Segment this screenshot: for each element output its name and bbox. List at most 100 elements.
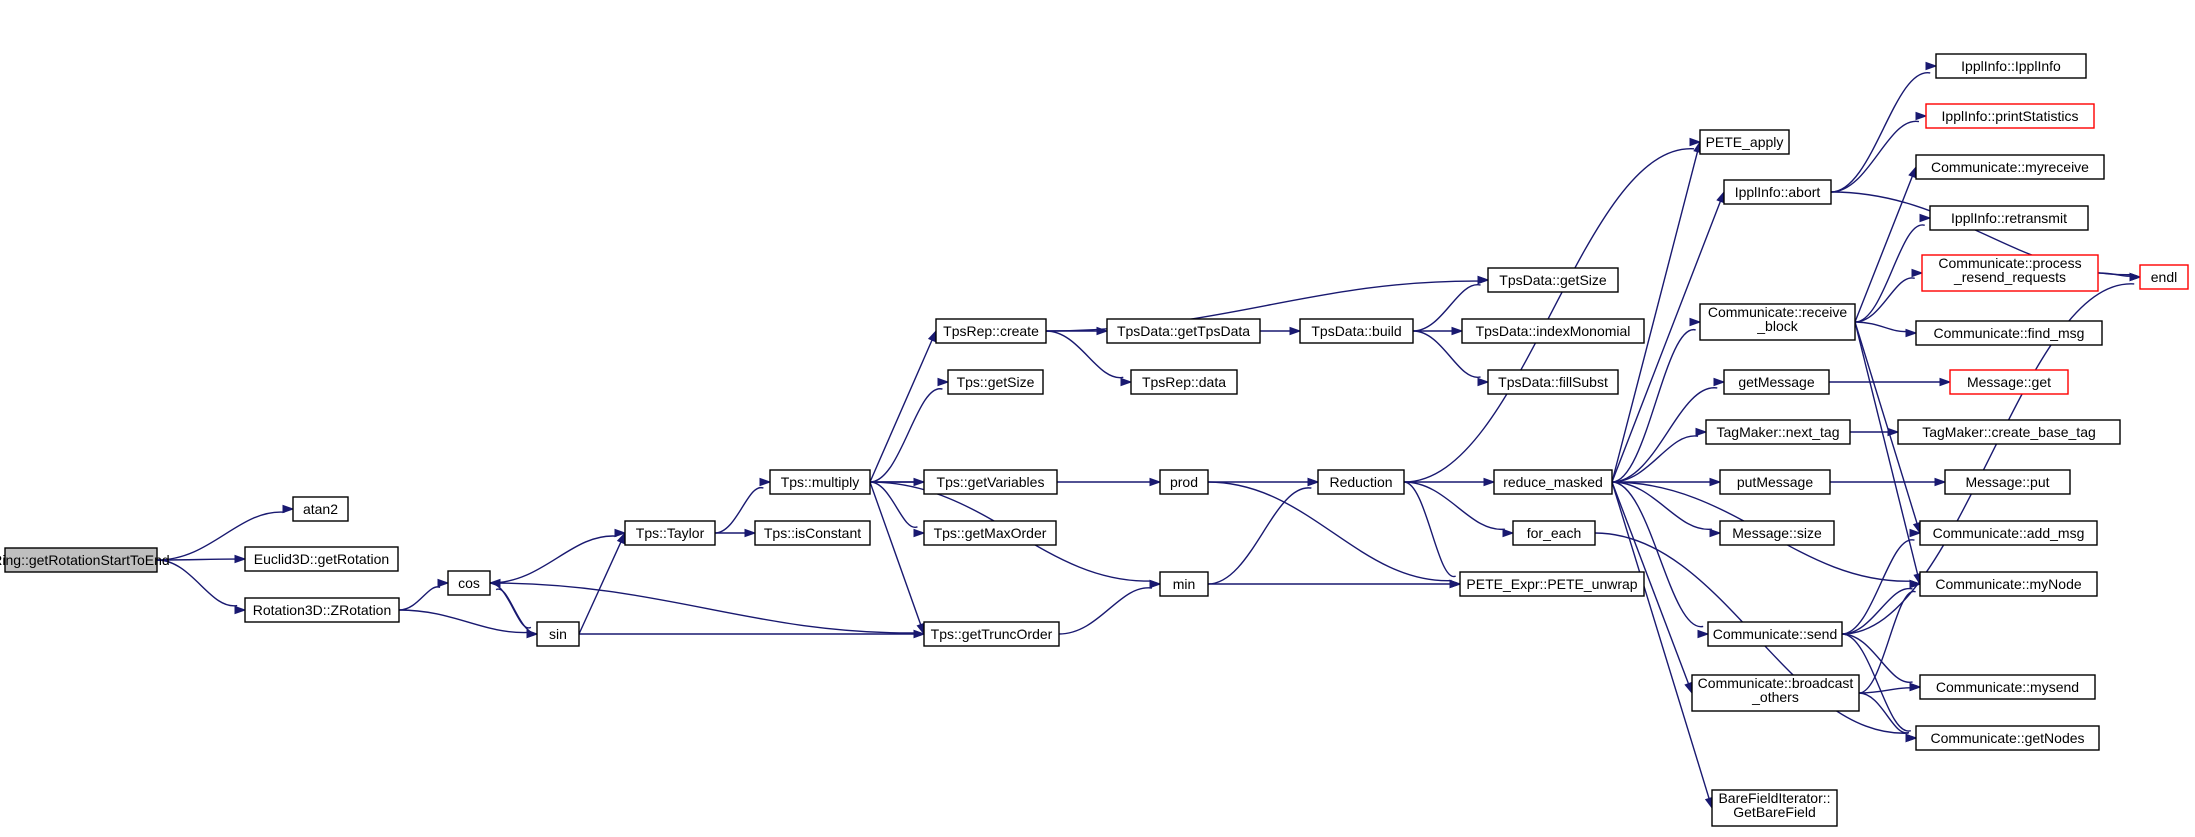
- node-label: Communicate::broadcast: [1698, 675, 1854, 691]
- edge-n7-n15: [1058, 587, 1153, 635]
- edge-n0-n3: [156, 559, 238, 607]
- node-label: IpplInfo::printStatistics: [1942, 108, 2079, 124]
- node-box: [1919, 674, 2096, 700]
- node-tagmaker-create-base-tag[interactable]: TagMaker::create_base_tag: [1897, 419, 2121, 445]
- edge-n33-n45: [1841, 539, 1915, 635]
- arrowhead-n34-n47: [1909, 682, 1922, 692]
- node-ipplinfo-retransmit[interactable]: IpplInfo::retransmit: [1929, 205, 2089, 231]
- edge-n8-n11: [869, 388, 943, 483]
- arrowhead-n8-n10: [927, 329, 937, 343]
- node-box: [935, 318, 1047, 344]
- node-tpsdata-build[interactable]: TpsData::build: [1299, 318, 1414, 344]
- node-communicate-send[interactable]: Communicate::send: [1707, 621, 1843, 647]
- node-ring-getrotationstarttoend[interactable]: Ring::getRotationStartToEnd: [0, 547, 170, 573]
- node-reduce-masked[interactable]: reduce_masked: [1493, 469, 1613, 495]
- node-label: TpsData::fillSubst: [1498, 374, 1608, 390]
- node-communicate-mysend[interactable]: Communicate::mysend: [1919, 674, 2096, 700]
- node-box: [4, 547, 158, 573]
- edge-n33-n49: [1841, 283, 2135, 635]
- node-tpsdata-indexmonomial[interactable]: TpsData::indexMonomial: [1461, 318, 1645, 344]
- node-communicate-process-resend-requests[interactable]: Communicate::process_resend_requests: [1921, 254, 2099, 292]
- node-ipplinfo-abort[interactable]: IpplInfo::abort: [1723, 179, 1832, 205]
- node-tps-taylor[interactable]: Tps::Taylor: [624, 520, 716, 546]
- node-tps-getvariables[interactable]: Tps::getVariables: [923, 469, 1058, 495]
- node-communicate-mynode[interactable]: Communicate::myNode: [1919, 571, 2098, 597]
- edge-n15-n22: [1207, 487, 1312, 585]
- edge-n8-n13: [869, 481, 918, 528]
- node-label: Communicate::send: [1713, 626, 1838, 642]
- node-reduction[interactable]: Reduction: [1317, 469, 1405, 495]
- edge-n4-n5: [489, 582, 532, 629]
- node-endl[interactable]: endl: [2139, 264, 2189, 290]
- node-communicate-getnodes[interactable]: Communicate::getNodes: [1915, 725, 2100, 751]
- node-label: Communicate::myNode: [1935, 576, 2081, 592]
- node-tpsrep-data[interactable]: TpsRep::data: [1130, 369, 1238, 395]
- node-tpsdata-gettpsdata[interactable]: TpsData::getTpsData: [1106, 318, 1261, 344]
- edge-n28-n38: [1854, 175, 1914, 323]
- node-label: atan2: [303, 501, 338, 517]
- arrowhead-n0-n1: [282, 504, 295, 514]
- node-communicate-add-msg[interactable]: Communicate::add_msg: [1919, 520, 2098, 546]
- node-tps-getmaxorder[interactable]: Tps::getMaxOrder: [923, 520, 1057, 546]
- node-box: [1897, 419, 2121, 445]
- node-label: TpsRep::create: [943, 323, 1039, 339]
- arrowhead-n0-n2: [234, 554, 247, 564]
- node-euclid3d-getrotation[interactable]: Euclid3D::getRotation: [244, 546, 399, 572]
- node-prod[interactable]: prod: [1159, 469, 1209, 495]
- node-tps-getsize[interactable]: Tps::getSize: [947, 369, 1044, 395]
- node-for-each[interactable]: for_each: [1512, 520, 1596, 546]
- node-message-put[interactable]: Message::put: [1944, 469, 2071, 495]
- node-tps-multiply[interactable]: Tps::multiply: [769, 469, 871, 495]
- node-rotation3d-zrotation[interactable]: Rotation3D::ZRotation: [244, 597, 400, 623]
- node-box: [1719, 469, 1831, 495]
- node-label: BareFieldIterator::: [1718, 790, 1830, 806]
- node-tpsrep-create[interactable]: TpsRep::create: [935, 318, 1047, 344]
- node-box: [1921, 254, 2099, 292]
- arrowhead-n28-n40: [1911, 268, 1924, 278]
- node-getmessage[interactable]: getMessage: [1723, 369, 1830, 395]
- edge-n28-n41: [1854, 321, 1908, 333]
- node-ipplinfo-ipplinfo[interactable]: IpplInfo::IpplInfo: [1935, 53, 2087, 79]
- node-label: Tps::multiply: [781, 474, 860, 490]
- node-communicate-find-msg[interactable]: Communicate::find_msg: [1915, 320, 2103, 346]
- node-tpsdata-getsize[interactable]: TpsData::getSize: [1487, 267, 1619, 293]
- node-communicate-broadcast-others[interactable]: Communicate::broadcast_others: [1691, 674, 1860, 712]
- node-communicate-myreceive[interactable]: Communicate::myreceive: [1915, 154, 2105, 180]
- node-ipplinfo-printstatistics[interactable]: IpplInfo::printStatistics: [1925, 103, 2095, 129]
- node-tps-isconstant[interactable]: Tps::isConstant: [754, 520, 871, 546]
- node-putmessage[interactable]: putMessage: [1719, 469, 1831, 495]
- edge-n18-n19: [1412, 284, 1481, 332]
- node-sin[interactable]: sin: [536, 621, 580, 647]
- edge-n24-n28: [1611, 329, 1696, 483]
- node-box: [754, 520, 871, 546]
- node-box: [1493, 469, 1613, 495]
- edge-n3-n4: [398, 586, 441, 611]
- node-tpsdata-fillsubst[interactable]: TpsData::fillSubst: [1487, 369, 1619, 395]
- node-message-get[interactable]: Message::get: [1949, 369, 2069, 395]
- node-cos[interactable]: cos: [447, 570, 491, 596]
- node-label: TpsData::getTpsData: [1117, 323, 1250, 339]
- arrowhead-n34-n46: [1909, 579, 1922, 589]
- node-pete-expr-pete-unwrap[interactable]: PETE_Expr::PETE_unwrap: [1459, 571, 1645, 597]
- node-communicate-receive-block[interactable]: Communicate::receive_block: [1699, 303, 1856, 341]
- node-message-size[interactable]: Message::size: [1719, 520, 1835, 546]
- arrowhead-n0-n3: [234, 605, 247, 615]
- node-barefielditerator-getbarefield[interactable]: BareFieldIterator::GetBareField: [1711, 789, 1838, 827]
- node-label: Message::put: [1965, 474, 2049, 490]
- node-box: [2139, 264, 2189, 290]
- node-box: [1699, 129, 1790, 155]
- node-box: [1723, 179, 1832, 205]
- node-tagmaker-next-tag[interactable]: TagMaker::next_tag: [1705, 419, 1851, 445]
- edge-n22-n26: [1403, 148, 1695, 483]
- edge-n4-n7: [489, 582, 916, 634]
- edge-n24-n29: [1611, 387, 1718, 483]
- edge-n33-n47: [1841, 633, 1913, 683]
- node-pete-apply[interactable]: PETE_apply: [1699, 129, 1790, 155]
- node-label: Tps::Taylor: [636, 525, 705, 541]
- node-min[interactable]: min: [1159, 571, 1209, 597]
- node-box: [1719, 520, 1835, 546]
- arrowhead-n24-n32: [1709, 528, 1722, 538]
- node-atan2[interactable]: atan2: [292, 496, 349, 522]
- node-tps-gettruncorder[interactable]: Tps::getTruncOrder: [923, 621, 1060, 647]
